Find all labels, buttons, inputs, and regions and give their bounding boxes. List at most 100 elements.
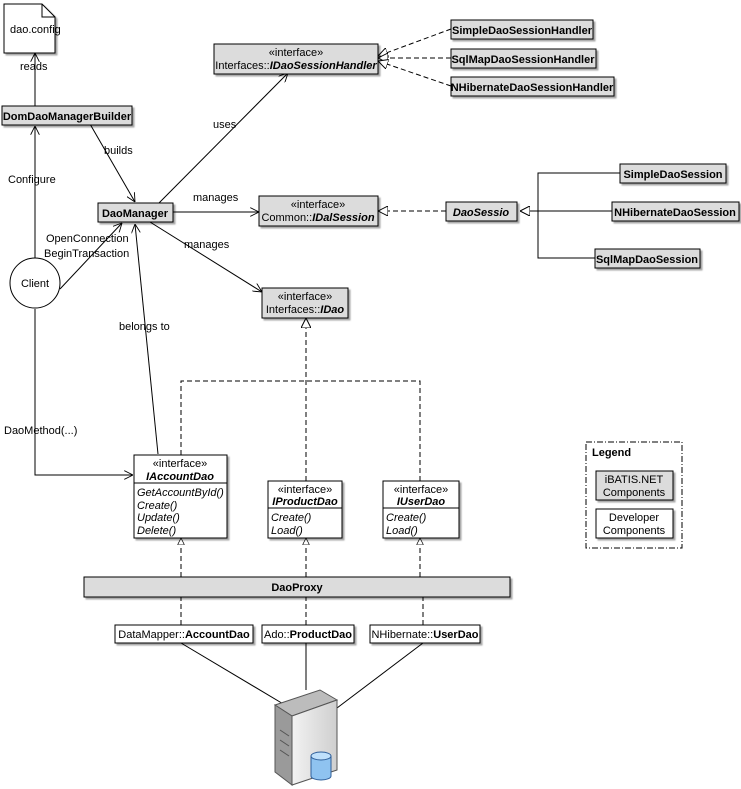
edge-nhibernate-handler-realize — [378, 61, 452, 87]
legend-ibatis-line2: Components — [603, 487, 666, 499]
product-dao-impl-node[interactable]: Ado::ProductDao — [261, 624, 355, 644]
label-builds: builds — [104, 145, 133, 157]
legend-ibatis-line1: iBATIS.NET — [605, 474, 664, 486]
sqlmap-session-handler-node[interactable]: SqlMapDaoSessionHandler — [450, 48, 597, 69]
dao-session-node[interactable]: DaoSessio — [445, 201, 518, 222]
edge-uses — [157, 73, 288, 205]
product-dao-impl-prefix: Ado:: — [264, 629, 290, 641]
dao-proxy-node[interactable]: DaoProxy — [83, 576, 511, 598]
idao-stereotype: «interface» — [278, 291, 332, 303]
account-dao-method: Update() — [137, 512, 180, 524]
simple-dao-session-node[interactable]: SimpleDaoSession — [619, 163, 727, 184]
account-dao-name: IAccountDao — [146, 471, 214, 483]
edge-manages-dao — [149, 221, 262, 292]
legend-ibatis-swatch: iBATIS.NET Components — [595, 470, 674, 501]
sqlmap-session-handler-label: SqlMapDaoSessionHandler — [451, 54, 595, 66]
user-dao-impl-prefix: NHibernate:: — [371, 629, 433, 641]
nhibernate-session-handler-label: NHibernateDaoSessionHandler — [451, 82, 614, 94]
idao-prefix: Interfaces:: — [266, 304, 320, 316]
user-dao-interface-node[interactable]: «interface» IUserDao Create() Load() — [382, 480, 460, 539]
product-dao-stereotype: «interface» — [278, 484, 332, 496]
edge-simple-handler-realize — [378, 28, 452, 56]
simple-session-handler-label: SimpleDaoSessionHandler — [452, 25, 593, 37]
account-dao-interface-node[interactable]: «interface» IAccountDao GetAccountById()… — [133, 454, 228, 539]
user-dao-method: Load() — [386, 525, 418, 537]
idao-name: IDao — [320, 304, 344, 316]
label-reads: reads — [20, 61, 48, 73]
dom-builder-node[interactable]: DomDaoManagerBuilder — [1, 105, 133, 126]
account-dao-method: Create() — [137, 500, 178, 512]
session-handler-stereotype: «interface» — [269, 47, 323, 59]
user-dao-impl-name: UserDao — [433, 629, 479, 641]
config-file-label: dao.config — [10, 24, 61, 36]
product-dao-name: IProductDao — [272, 496, 338, 508]
label-manages-dao: manages — [184, 239, 230, 251]
session-handler-interface-node[interactable]: «interface» Interfaces::IDaoSessionHandl… — [213, 43, 379, 75]
simple-dao-session-label: SimpleDaoSession — [623, 169, 722, 181]
nhibernate-dao-session-node[interactable]: NHibernateDaoSession — [611, 201, 740, 222]
legend-dev-line1: Developer — [609, 512, 659, 524]
product-dao-interface-node[interactable]: «interface» IProductDao Create() Load() — [267, 480, 343, 539]
edge-belongs-to — [135, 224, 159, 455]
edge-labels: reads builds Configure uses manages mana… — [4, 61, 239, 437]
svg-text:Interfaces::IDao: Interfaces::IDao — [266, 304, 345, 316]
edges — [34, 28, 620, 709]
product-dao-impl-name: ProductDao — [290, 629, 353, 641]
dao-session-label: DaoSessio — [453, 207, 510, 219]
database-server-icon — [273, 689, 339, 787]
nhibernate-dao-session-label: NHibernateDaoSession — [614, 207, 736, 219]
dal-session-interface-node[interactable]: «interface» Common::IDalSession — [258, 195, 379, 227]
idao-interface-node[interactable]: «interface» Interfaces::IDao — [261, 287, 349, 319]
legend-dev-line2: Components — [603, 525, 666, 537]
simple-session-handler-node[interactable]: SimpleDaoSessionHandler — [450, 19, 594, 40]
session-handler-name: IDaoSessionHandler — [270, 60, 378, 72]
account-dao-stereotype: «interface» — [153, 458, 207, 470]
label-belongs-to: belongs to — [119, 321, 170, 333]
nodes: dao.config DomDaoManagerBuilder DaoManag… — [1, 3, 740, 644]
svg-text:Common::IDalSession: Common::IDalSession — [261, 212, 374, 224]
account-dao-impl-prefix: DataMapper:: — [118, 629, 185, 641]
edge-open-connection — [59, 223, 122, 290]
dal-session-stereotype: «interface» — [291, 199, 345, 211]
label-dao-method: DaoMethod(...) — [4, 425, 77, 437]
database-icon — [310, 751, 332, 781]
nhibernate-session-handler-node[interactable]: NHibernateDaoSessionHandler — [450, 76, 615, 97]
edge-builds — [89, 123, 135, 202]
dao-manager-node[interactable]: DaoManager — [97, 202, 174, 223]
config-file-node[interactable]: dao.config — [3, 3, 61, 54]
account-dao-method: GetAccountById() — [137, 487, 224, 499]
account-dao-method: Delete() — [137, 525, 176, 537]
user-dao-name: IUserDao — [397, 496, 446, 508]
label-begin-transaction: BeginTransaction — [44, 248, 129, 260]
account-dao-impl-name: AccountDao — [185, 629, 250, 641]
label-manages-session: manages — [193, 192, 239, 204]
product-dao-method: Load() — [271, 525, 303, 537]
svg-text:DataMapper::AccountDao: DataMapper::AccountDao — [118, 629, 250, 641]
edge-dao-method — [34, 309, 133, 475]
edge-user-server — [336, 642, 424, 709]
user-dao-impl-node[interactable]: NHibernate::UserDao — [369, 624, 481, 644]
dom-builder-label: DomDaoManagerBuilder — [3, 111, 132, 123]
user-dao-stereotype: «interface» — [394, 484, 448, 496]
legend-title: Legend — [592, 447, 631, 459]
sqlmap-dao-session-node[interactable]: SqlMapDaoSession — [594, 248, 701, 269]
legend-developer-swatch: Developer Components — [595, 508, 674, 539]
account-dao-impl-node[interactable]: DataMapper::AccountDao — [114, 624, 254, 644]
edge-idao-realize-tree — [180, 380, 421, 481]
product-dao-method: Create() — [271, 512, 312, 524]
user-dao-method: Create() — [386, 512, 427, 524]
dal-session-name: IDalSession — [312, 212, 375, 224]
edge-simple-session-generalize — [520, 172, 620, 211]
svg-text:Ado::ProductDao: Ado::ProductDao — [264, 629, 352, 641]
sqlmap-dao-session-label: SqlMapDaoSession — [596, 254, 698, 266]
client-node[interactable]: Client — [9, 257, 61, 309]
label-uses: uses — [213, 119, 237, 131]
label-open-connection: OpenConnection — [46, 233, 129, 245]
edge-sqlmap-session-generalize — [537, 211, 595, 259]
legend: Legend iBATIS.NET Components Developer C… — [585, 441, 683, 549]
edge-account-server — [180, 642, 286, 706]
label-configure: Configure — [8, 174, 56, 186]
svg-text:NHibernate::UserDao: NHibernate::UserDao — [371, 629, 478, 641]
dao-manager-label: DaoManager — [102, 208, 169, 220]
